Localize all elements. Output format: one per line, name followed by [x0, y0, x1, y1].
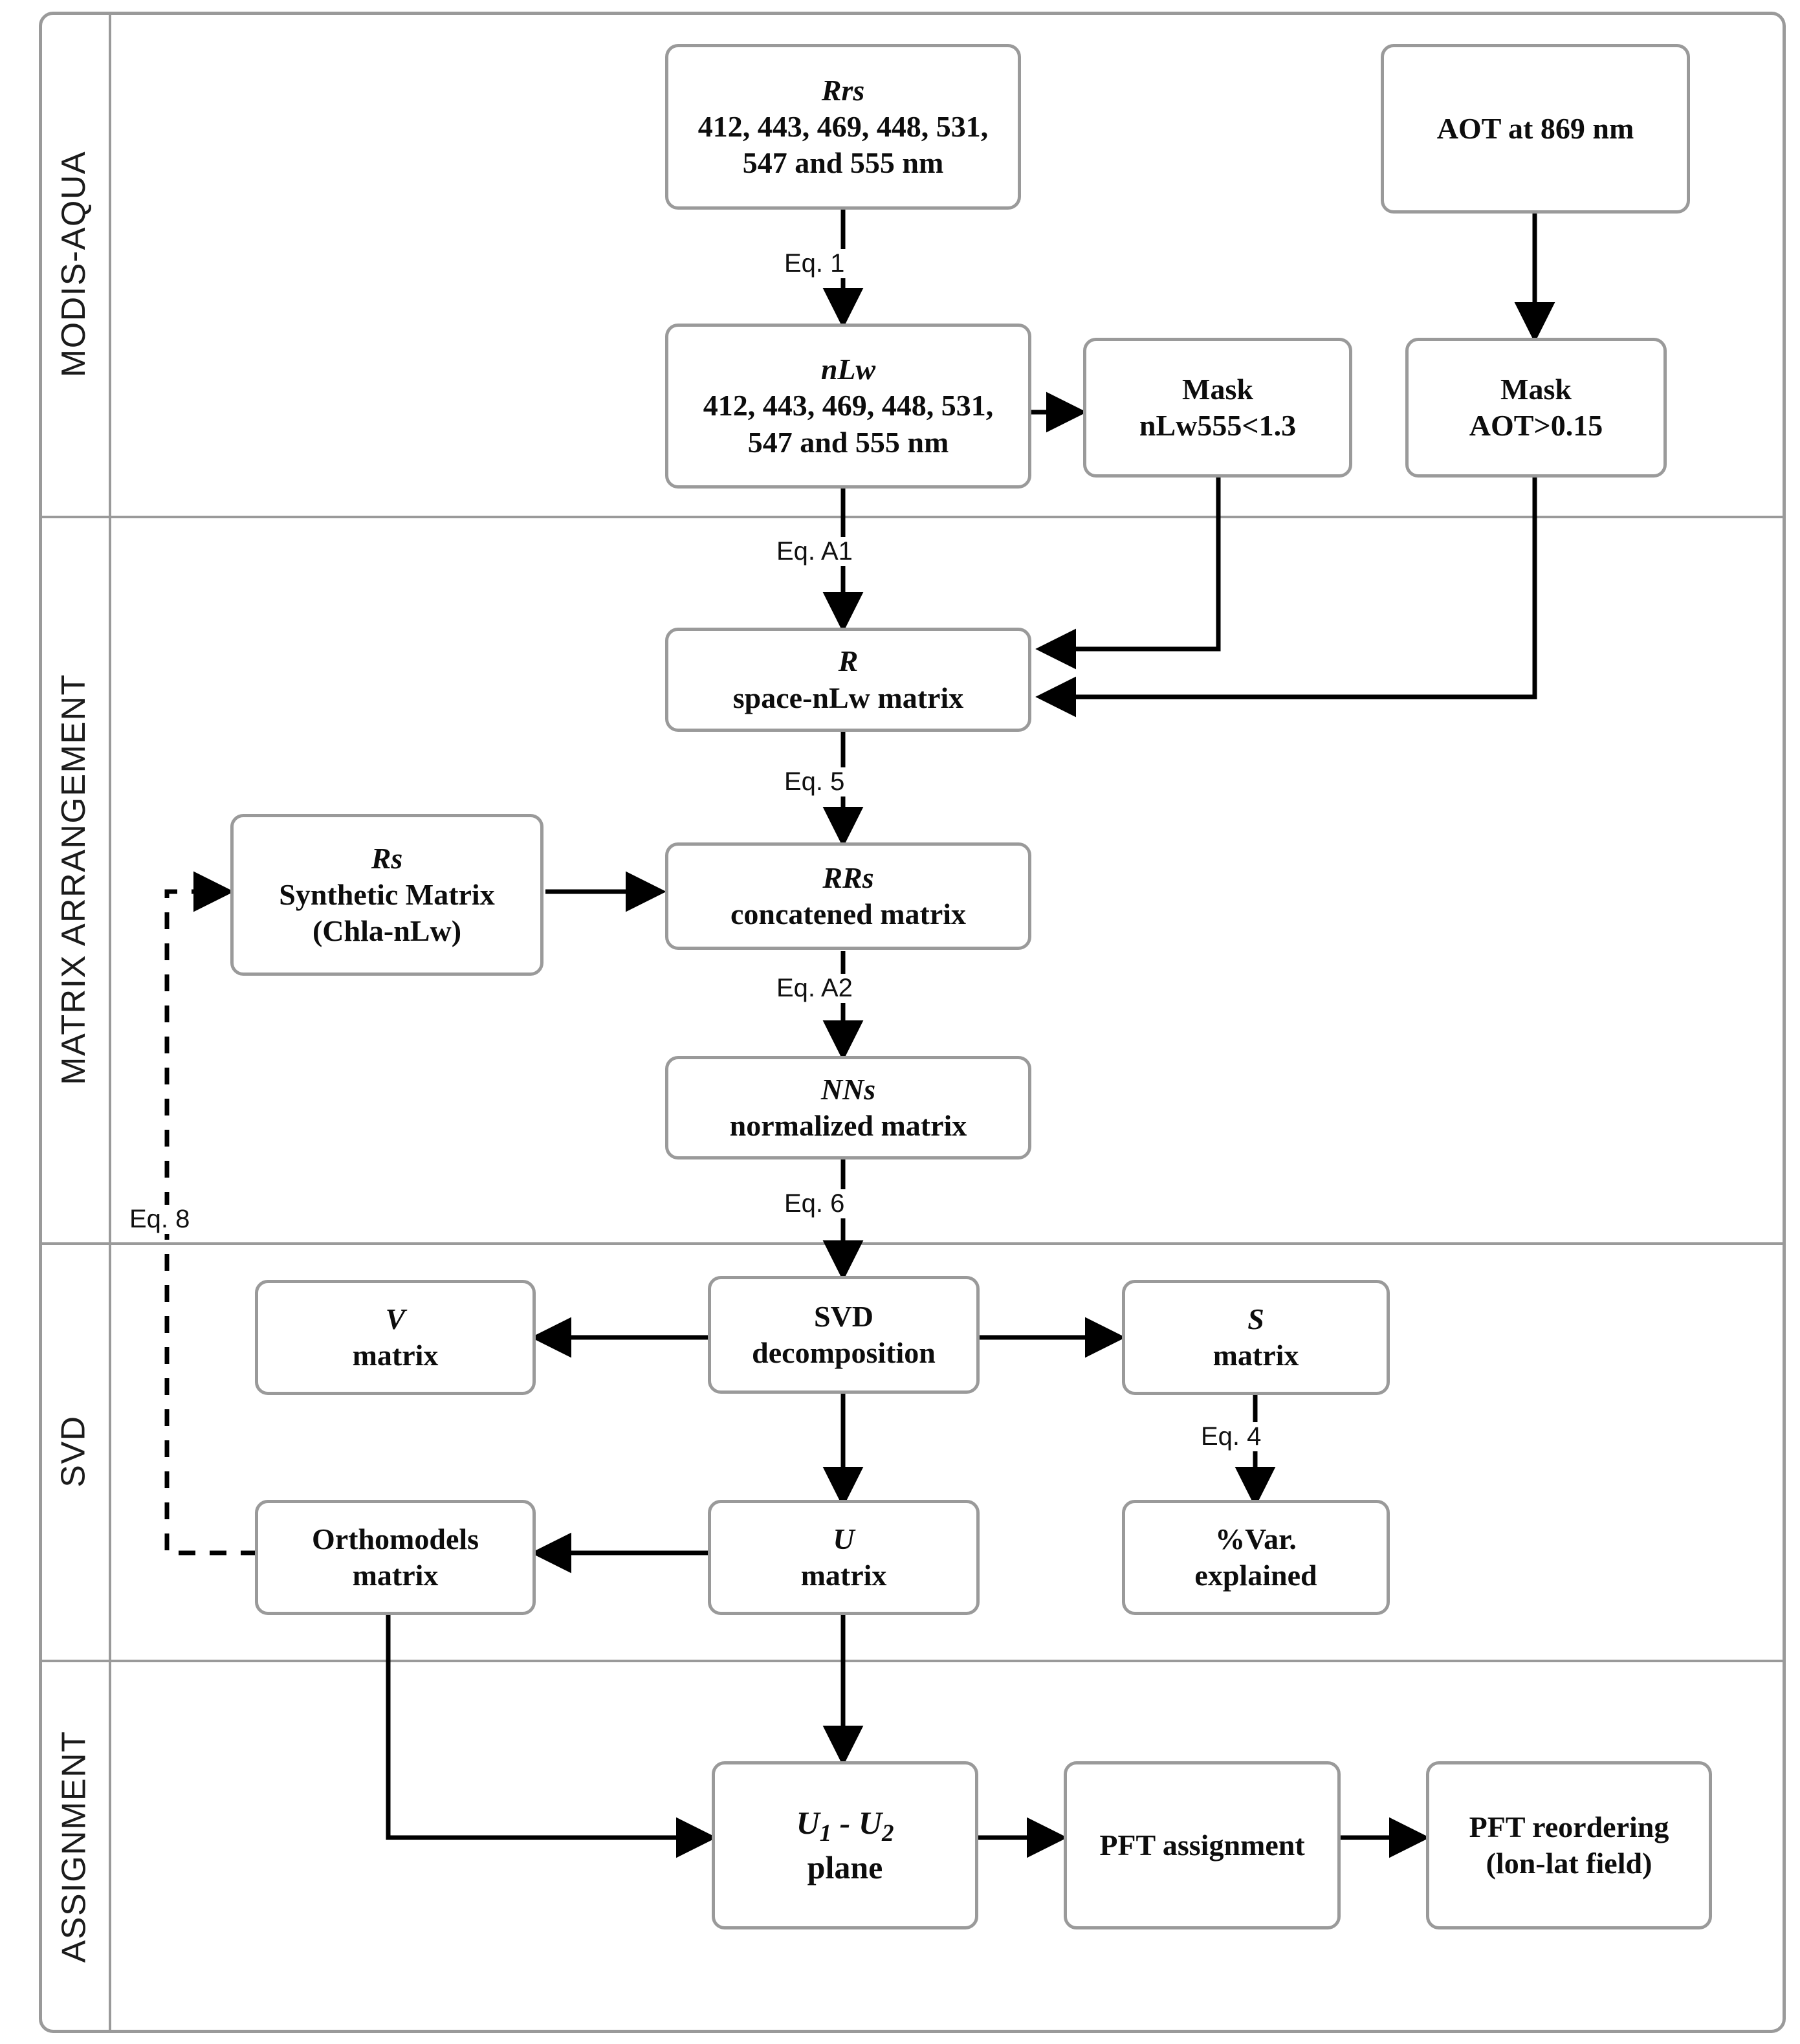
- node-v-matrix-line1: V: [385, 1302, 406, 1335]
- node-aot-line1: AOT at 869 nm: [1436, 111, 1634, 145]
- edge-label-eq8: Eq. 8: [127, 1205, 193, 1234]
- node-u-matrix[interactable]: U matrix: [708, 1500, 980, 1615]
- node-v-matrix[interactable]: V matrix: [255, 1280, 536, 1395]
- node-svd-decomposition-line1: SVD: [813, 1299, 874, 1333]
- node-nns-normalized[interactable]: NNs normalized matrix: [665, 1056, 1031, 1159]
- node-rrs-concatenated-line2: concatened matrix: [730, 897, 967, 930]
- lane-divider-svd-assignment: [39, 1660, 1786, 1662]
- lane-divider-matrix-svd: [39, 1242, 1786, 1245]
- node-mask-aot[interactable]: Mask AOT>0.15: [1405, 338, 1667, 478]
- lane-label-modis-aqua: MODIS-AQUA: [39, 12, 109, 516]
- node-aot[interactable]: AOT at 869 nm: [1381, 44, 1690, 214]
- node-variance-explained-line2: explained: [1194, 1559, 1317, 1592]
- lane-label-matrix-arrangement: MATRIX ARRANGEMENT: [39, 516, 109, 1242]
- edge-label-eq6: Eq. 6: [782, 1189, 848, 1218]
- node-orthomodels-matrix-line2: matrix: [352, 1559, 439, 1592]
- node-u-matrix-line1: U: [833, 1522, 855, 1555]
- node-pft-reordering[interactable]: PFT reordering (lon-lat field): [1426, 1761, 1712, 1929]
- edge-label-eq5: Eq. 5: [782, 767, 848, 797]
- node-u1-u2-plane-line2: plane: [807, 1849, 883, 1886]
- node-r-matrix[interactable]: R space-nLw matrix: [665, 628, 1031, 732]
- edge-label-eq4: Eq. 4: [1198, 1422, 1264, 1451]
- node-rrs-line1: Rrs: [821, 73, 865, 107]
- edge-label-eq1: Eq. 1: [782, 249, 848, 278]
- node-variance-explained[interactable]: %Var. explained: [1122, 1500, 1390, 1615]
- node-orthomodels-matrix[interactable]: Orthomodels matrix: [255, 1500, 536, 1615]
- lane-label-svd: SVD: [39, 1242, 109, 1660]
- node-svd-decomposition-line2: decomposition: [752, 1336, 936, 1369]
- node-nlw[interactable]: nLw 412, 443, 469, 448, 531, 547 and 555…: [665, 324, 1031, 489]
- node-nns-normalized-line1: NNs: [820, 1072, 876, 1106]
- node-rs-synthetic-line2: Synthetic Matrix: [279, 877, 495, 911]
- node-pft-assignment-line1: PFT assignment: [1099, 1828, 1305, 1862]
- node-r-matrix-line2: space-nLw matrix: [732, 681, 964, 714]
- lane-label-modis-aqua-text: MODIS-AQUA: [55, 150, 93, 377]
- lane-label-assignment: ASSIGNMENT: [39, 1660, 109, 2033]
- node-mask-nlw-line1: Mask: [1182, 372, 1253, 406]
- node-nlw-line2: 412, 443, 469, 448, 531,: [703, 389, 994, 423]
- node-nlw-line3: 547 and 555 nm: [747, 425, 949, 459]
- node-s-matrix-line2: matrix: [1213, 1339, 1299, 1372]
- node-rrs[interactable]: Rrs 412, 443, 469, 448, 531, 547 and 555…: [665, 44, 1021, 210]
- node-svd-decomposition[interactable]: SVD decomposition: [708, 1276, 980, 1394]
- node-rrs-concatenated-line1: RRs: [822, 861, 874, 894]
- node-rs-synthetic-line1: Rs: [371, 841, 403, 875]
- edge-label-eqA2: Eq. A2: [774, 974, 855, 1003]
- node-rrs-concatenated[interactable]: RRs concatened matrix: [665, 842, 1031, 950]
- node-variance-explained-line1: %Var.: [1215, 1522, 1297, 1555]
- node-rrs-line2: 412, 443, 469, 448, 531,: [697, 109, 989, 143]
- lane-label-divider: [109, 12, 111, 2033]
- node-pft-assignment[interactable]: PFT assignment: [1064, 1761, 1341, 1929]
- node-mask-aot-line2: AOT>0.15: [1469, 409, 1603, 442]
- node-pft-reordering-line2: (lon-lat field): [1486, 1847, 1652, 1880]
- lane-label-matrix-arrangement-text: MATRIX ARRANGEMENT: [55, 673, 93, 1085]
- diagram-frame: [39, 12, 1786, 2033]
- node-orthomodels-matrix-line1: Orthomodels: [311, 1522, 479, 1555]
- node-r-matrix-line1: R: [838, 644, 859, 678]
- node-rs-synthetic[interactable]: Rs Synthetic Matrix (Chla-nLw): [230, 814, 543, 976]
- node-u1-u2-plane-line1: U1 - U2: [796, 1804, 894, 1847]
- node-u1-u2-plane[interactable]: U1 - U2 plane: [712, 1761, 978, 1929]
- node-s-matrix-line1: S: [1247, 1302, 1264, 1335]
- node-nlw-line1: nLw: [820, 353, 876, 386]
- edge-label-eqA1: Eq. A1: [774, 537, 855, 566]
- node-s-matrix[interactable]: S matrix: [1122, 1280, 1390, 1395]
- node-mask-aot-line1: Mask: [1500, 372, 1572, 406]
- lane-label-svd-text: SVD: [55, 1414, 93, 1488]
- node-u-matrix-line2: matrix: [800, 1559, 887, 1592]
- node-v-matrix-line2: matrix: [352, 1339, 439, 1372]
- node-mask-nlw[interactable]: Mask nLw555<1.3: [1083, 338, 1352, 478]
- lane-divider-modis-matrix: [39, 516, 1786, 518]
- node-rs-synthetic-line3: (Chla-nLw): [312, 914, 462, 948]
- node-pft-reordering-line1: PFT reordering: [1469, 1810, 1669, 1843]
- lane-label-assignment-text: ASSIGNMENT: [55, 1730, 93, 1962]
- node-nns-normalized-line2: normalized matrix: [729, 1109, 967, 1142]
- node-mask-nlw-line2: nLw555<1.3: [1139, 409, 1297, 442]
- node-rrs-line3: 547 and 555 nm: [742, 146, 944, 180]
